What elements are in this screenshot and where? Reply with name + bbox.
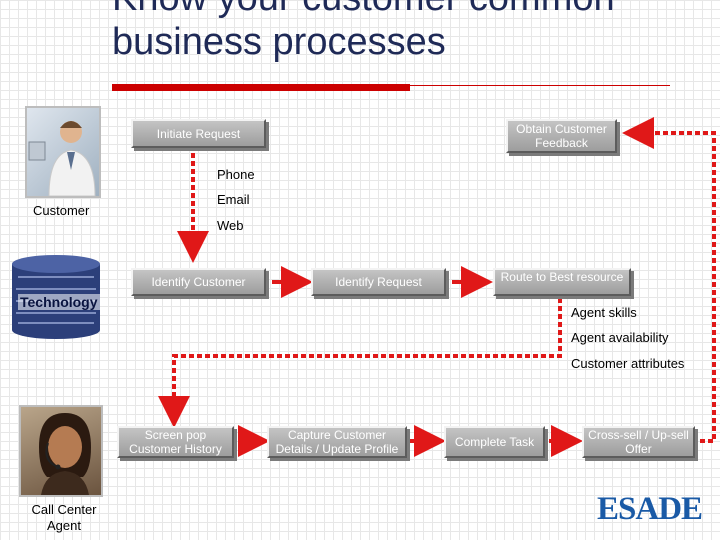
initiate-request-box: Initiate Request [131,119,266,148]
complete-task-box: Complete Task [444,426,545,458]
title-rule-thin [410,85,670,86]
page-title: Know your customer common business proce… [112,0,615,63]
agent-label: Call Center Agent [31,502,97,533]
customer-label: Customer [33,203,90,218]
arrow-crosssell-to-feedback [622,117,716,443]
technology-label: Technology [18,294,100,310]
customer-photo [25,106,101,198]
identify-customer-box: Identify Customer [131,268,266,296]
agent-photo [19,405,103,497]
identify-request-box: Identify Request [311,268,446,296]
cross-sell-box: Cross-sell / Up-sell Offer [582,426,695,458]
esade-logo: ESADE [597,491,703,527]
channel-email: Email [217,192,250,207]
channel-phone: Phone [217,167,255,182]
capture-details-box: Capture Customer Details / Update Profil… [267,426,407,458]
obtain-feedback-box: Obtain Customer Feedback [506,119,617,153]
arrow-route-to-screen-pop [158,298,562,428]
criterion-agent-availability: Agent availability [571,330,669,345]
screen-pop-box: Screen pop Customer History [117,426,234,458]
channel-web: Web [217,218,244,233]
title-rule-thick [112,84,410,91]
route-resource-box: Route to Best resource [493,268,631,296]
criterion-customer-attributes: Customer attributes [571,356,685,371]
criterion-agent-skills: Agent skills [571,305,637,320]
